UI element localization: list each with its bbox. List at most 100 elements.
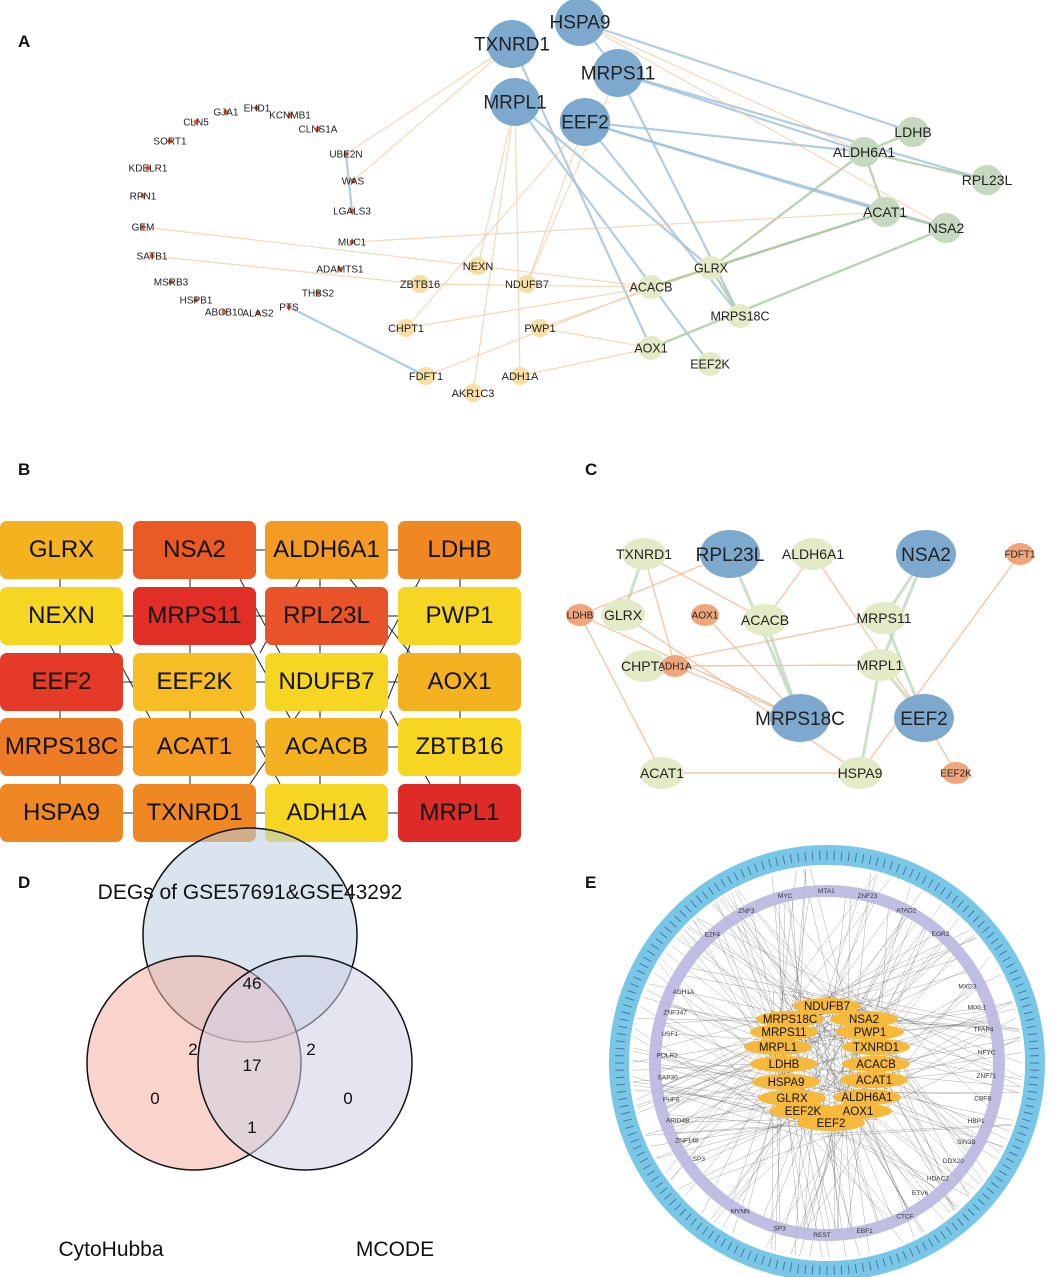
target-tick <box>902 866 907 875</box>
edge-green <box>878 553 928 666</box>
node-label: HSPA9 <box>550 13 611 34</box>
edge-grey <box>874 956 991 1103</box>
node-acat1: ACAT1 <box>640 757 684 789</box>
node-ellipse <box>486 20 538 68</box>
edge-grey <box>848 990 1022 1078</box>
edge-grey <box>783 990 831 1234</box>
core-node-glrx: GLRX <box>758 1090 826 1106</box>
edge-grey <box>724 896 872 1090</box>
edge-green <box>710 210 886 270</box>
edge-grey <box>854 987 980 1085</box>
grid-node-mrps18c: MRPS18C <box>0 718 123 776</box>
node-ellipse <box>743 604 787 636</box>
edge-grey <box>797 869 806 1083</box>
edge-grey <box>836 1069 847 1233</box>
core-node-label: ACACB <box>856 1059 896 1071</box>
node-ellipse <box>622 538 666 570</box>
edge-grey <box>813 951 957 1131</box>
target-tick <box>895 863 900 873</box>
target-tick <box>679 1208 687 1216</box>
node-label: EEF2K <box>940 769 972 780</box>
edge-grey <box>836 1102 879 1226</box>
node-dot <box>343 151 349 157</box>
edge-grey <box>673 1000 857 1137</box>
node-abcb10: ABCB10 <box>205 308 244 319</box>
node-mrps18c: MRPS18C <box>710 304 770 328</box>
target-tick <box>797 1263 800 1274</box>
node-label: RPL23L <box>696 545 765 566</box>
edge-grey <box>793 895 860 1098</box>
edge-green <box>728 553 802 719</box>
edge-grey <box>722 1014 848 1228</box>
edge-grey <box>772 1041 810 1233</box>
core-node-label: NDUFB7 <box>804 1001 850 1013</box>
edge-grey <box>658 1005 873 1087</box>
target-tick <box>995 944 1004 950</box>
tf-mixl1: MIXL1 <box>968 1004 987 1011</box>
node-muc1: MUC1 <box>338 238 367 249</box>
target-tick <box>754 863 759 873</box>
target-tick <box>669 1198 677 1206</box>
edge-grey <box>803 933 938 1012</box>
core-node-label: EEF2 <box>817 1118 846 1130</box>
edge-grey <box>823 1023 840 1233</box>
core-node-ellipse <box>836 1024 904 1040</box>
target-tick <box>940 1231 946 1240</box>
edge-grey <box>673 1015 791 1137</box>
edge-orange <box>859 553 1021 774</box>
target-tick <box>619 1104 629 1108</box>
edge-grey <box>667 1003 786 1047</box>
edge-grey <box>865 992 946 1185</box>
node-label: ALAS2 <box>242 309 274 320</box>
edge-grey <box>659 962 783 1137</box>
target-tick <box>1025 1104 1035 1108</box>
node-label: ACACB <box>741 612 789 628</box>
node-mrps11: MRPS11 <box>857 602 912 634</box>
target-tick <box>618 1025 628 1029</box>
node-label: TXNRD1 <box>616 546 672 562</box>
edge-grey <box>780 991 923 1234</box>
edge-orange <box>352 43 513 182</box>
target-tick <box>962 1213 970 1221</box>
core-node-label: EEF2K <box>785 1106 822 1118</box>
edge-orange <box>764 553 814 621</box>
edge-grey <box>631 1060 870 1097</box>
node-ellipse <box>517 275 537 293</box>
edge-grey <box>632 1047 869 1096</box>
node-ellipse <box>897 117 929 147</box>
target-tick <box>797 852 800 863</box>
node-label: ABCB10 <box>205 308 244 319</box>
target-tick <box>804 1264 807 1274</box>
node-label: MRPL1 <box>483 93 546 114</box>
node-ellipse <box>416 367 436 385</box>
target-tick <box>768 859 772 869</box>
target-tick <box>921 1242 927 1251</box>
edge-orange <box>151 255 421 285</box>
target-tick <box>627 990 637 995</box>
edges-c <box>579 553 1021 774</box>
node-label: ALDH6A1 <box>782 546 844 562</box>
edge-grey <box>779 899 879 1026</box>
core-node-label: HSPA9 <box>768 1077 805 1089</box>
edge-grey <box>798 1096 838 1233</box>
edge-green <box>763 619 802 719</box>
node-rpl23l: RPL23L <box>696 530 765 578</box>
edge-grey <box>637 1034 826 1109</box>
core-node-label: PWP1 <box>854 1027 887 1039</box>
venn-count-top-right: 2 <box>306 1040 315 1059</box>
node-dot <box>149 253 155 259</box>
target-tick <box>1029 1076 1039 1079</box>
edge-grey <box>783 997 923 1204</box>
core-node-ellipse <box>793 998 861 1014</box>
tf-sap30: SAP30 <box>658 1075 679 1082</box>
node-hspb1: HSPB1 <box>180 296 213 307</box>
edge-green <box>882 553 928 619</box>
edge-grey <box>782 899 876 1098</box>
edge-grey <box>803 1014 821 1232</box>
node-gem: GEM <box>132 223 155 234</box>
edge-grey <box>849 1000 1012 1073</box>
target-ring <box>609 845 1045 1277</box>
edge-grey <box>632 1060 803 1071</box>
node-label: RPL23L <box>962 172 1013 188</box>
